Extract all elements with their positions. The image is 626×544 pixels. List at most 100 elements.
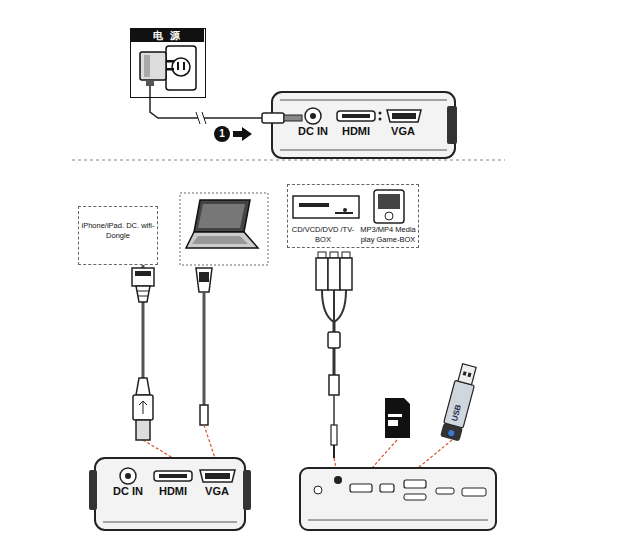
rca-cable (340, 258, 352, 290)
sd-card (388, 420, 398, 426)
media-player (378, 194, 400, 209)
laptop-box (186, 232, 258, 248)
device-housing (95, 458, 245, 530)
rca-cable (334, 458, 336, 468)
dvd-player (293, 196, 359, 218)
power-cable (150, 98, 272, 118)
rca-cable (322, 290, 346, 322)
hdmi-usb-cable (136, 420, 150, 440)
hdmi-usb-cable (132, 268, 154, 286)
rca-cable (316, 258, 328, 290)
device-housing (392, 113, 416, 119)
wall-socket (166, 46, 196, 90)
device-housing (387, 110, 421, 122)
device-housing (103, 522, 237, 523)
device-housing (379, 112, 382, 115)
device-housing (120, 468, 136, 484)
vga-cable (196, 268, 215, 458)
power-adapter (146, 80, 154, 86)
hdmi-usb-cable (137, 291, 149, 292)
media-player (385, 212, 393, 220)
usb-stick (440, 363, 479, 442)
dc-plug (262, 113, 302, 123)
laptop-box (192, 236, 248, 244)
rca-cable (318, 252, 326, 258)
sd-card (372, 398, 410, 468)
sd-card (385, 398, 410, 438)
power-adapter (166, 68, 174, 71)
rca-cable (330, 252, 338, 258)
device-housing (89, 470, 97, 510)
wall-socket (183, 62, 185, 70)
source-label: iPhone/iPad. DC. wifi-Dongle (81, 221, 155, 241)
source-box: CD/VCD/DVD /TV-BOXMP3/MP4 Media play Gam… (287, 184, 419, 248)
rca-cable (316, 252, 352, 468)
power-adapter (149, 86, 151, 98)
device-housing (342, 114, 370, 118)
cable-break (196, 112, 206, 124)
device-side-view (300, 468, 496, 530)
device-housing (243, 470, 251, 510)
power-adapter (144, 55, 150, 77)
device-housing (379, 118, 382, 121)
source-label: CD/VCD/DVD /TV-BOX (290, 225, 356, 245)
laptop-box (180, 193, 268, 265)
device-housing (272, 92, 455, 158)
rca-cable (331, 425, 337, 445)
rca-cable (328, 332, 340, 348)
laptop-box (198, 204, 245, 228)
source-label: MP3/MP4 Media play Game-BOX (359, 225, 417, 245)
port-label: DC IN (108, 485, 148, 498)
device-housing (89, 458, 251, 530)
device-top-view: DC INHDMIVGA (272, 92, 455, 158)
port-label: HDMI (336, 125, 376, 138)
power-adapter (166, 60, 174, 63)
hdmi-usb-cable (136, 378, 150, 395)
device-side-view (314, 486, 322, 494)
callout-number: 1 (214, 127, 230, 141)
device-housing (125, 473, 131, 479)
vga-cable (199, 272, 209, 282)
hdmi-usb-cable (138, 296, 148, 297)
dvd-player (343, 208, 347, 212)
wall-socket (172, 58, 190, 76)
usb-stick (463, 371, 467, 376)
hdmi-usb-cable (139, 401, 147, 414)
laptop-box (180, 193, 268, 265)
dc-plug (284, 115, 302, 121)
power-adapter (140, 52, 166, 80)
hdmi-usb-cable (132, 265, 154, 440)
hdmi-usb-cable (133, 395, 153, 420)
rca-cable (329, 375, 339, 395)
device-housing (154, 471, 192, 481)
device-side-view (462, 488, 486, 496)
callout-marker (233, 131, 242, 137)
port-label: DC IN (293, 125, 333, 138)
dvd-player (335, 212, 353, 214)
rca-cable (333, 445, 335, 458)
device-housing (305, 108, 321, 124)
device-side-view (300, 468, 496, 530)
callout-marker (214, 126, 252, 142)
device-top-view: DC INHDMIVGA (95, 458, 245, 530)
device-side-view (308, 520, 488, 521)
sd-card (372, 440, 397, 468)
wall-socket (177, 62, 179, 70)
power-heading: 电 源 (131, 29, 204, 42)
callout-marker (214, 126, 230, 142)
device-side-view (380, 484, 394, 492)
vga-cable (200, 405, 208, 425)
port-label: VGA (197, 485, 237, 498)
vga-cable (204, 425, 215, 458)
cable-break (196, 112, 200, 124)
wall-socket (166, 46, 196, 90)
device-housing (447, 106, 457, 144)
dvd-player (299, 203, 329, 207)
device-side-view (404, 494, 426, 500)
power-adapter (140, 52, 174, 98)
hdmi-usb-cable (136, 286, 150, 302)
device-side-view (334, 476, 342, 484)
